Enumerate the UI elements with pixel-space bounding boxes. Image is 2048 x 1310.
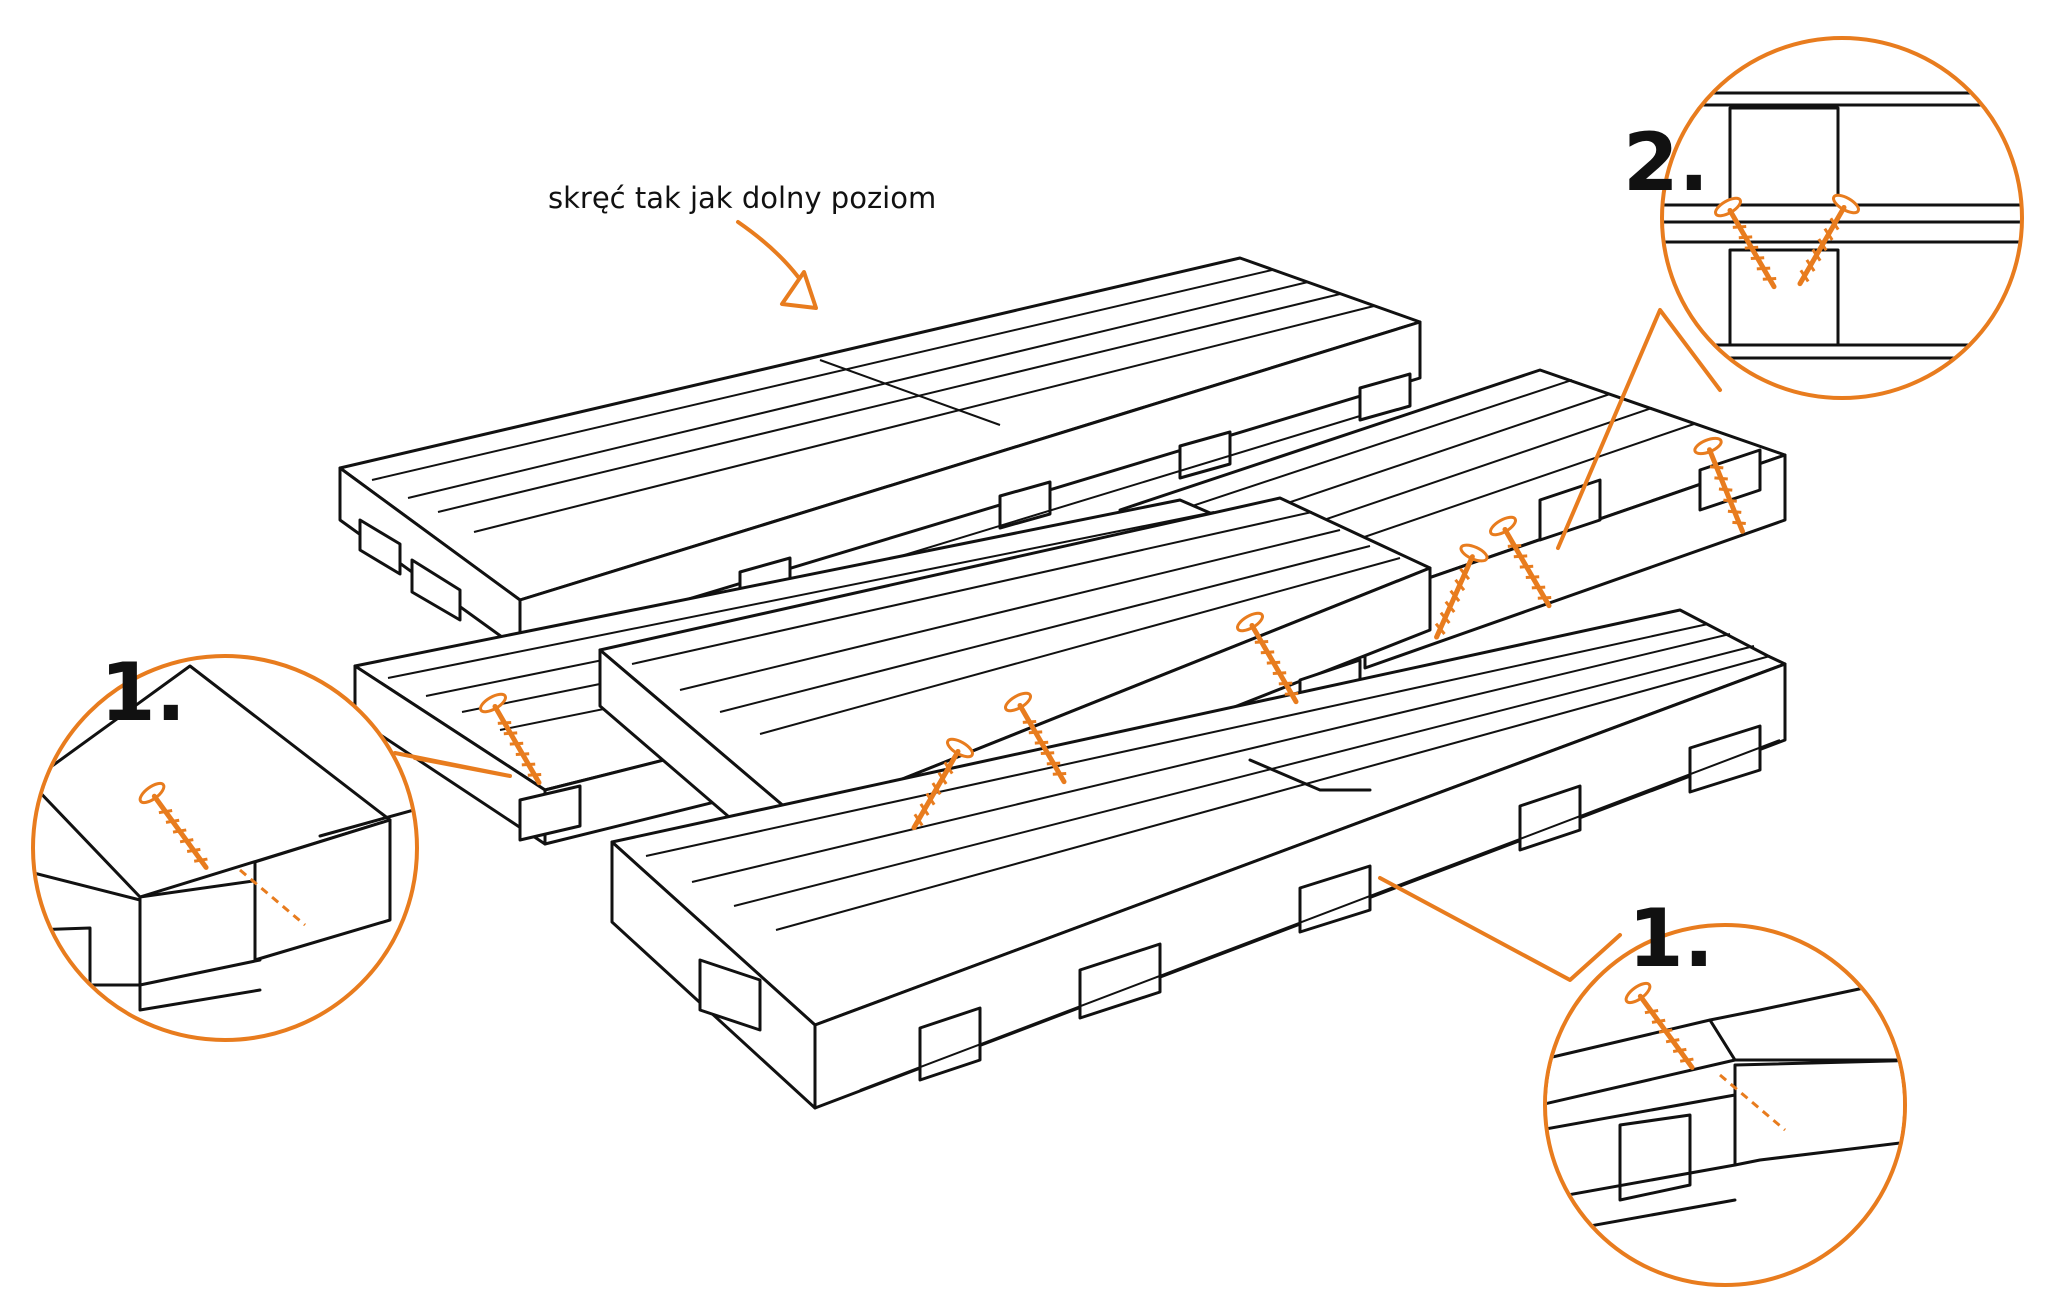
arrow-icon: [736, 220, 818, 310]
callout-label: 1.: [1628, 892, 1714, 985]
annotation: skręć tak jak dolny poziom: [548, 181, 936, 310]
callout-1-right: 1.: [1378, 876, 1907, 1287]
annotation-text: skręć tak jak dolny poziom: [548, 181, 936, 215]
pallet-bottom-front: [610, 608, 1787, 1110]
callout-label: 2.: [1623, 116, 1709, 209]
pallet-top-left: [338, 256, 1422, 684]
callout-label: 1.: [100, 646, 186, 739]
callout-2-top: 2.: [1556, 36, 2024, 550]
callout-1-left: 1.: [31, 646, 512, 1042]
